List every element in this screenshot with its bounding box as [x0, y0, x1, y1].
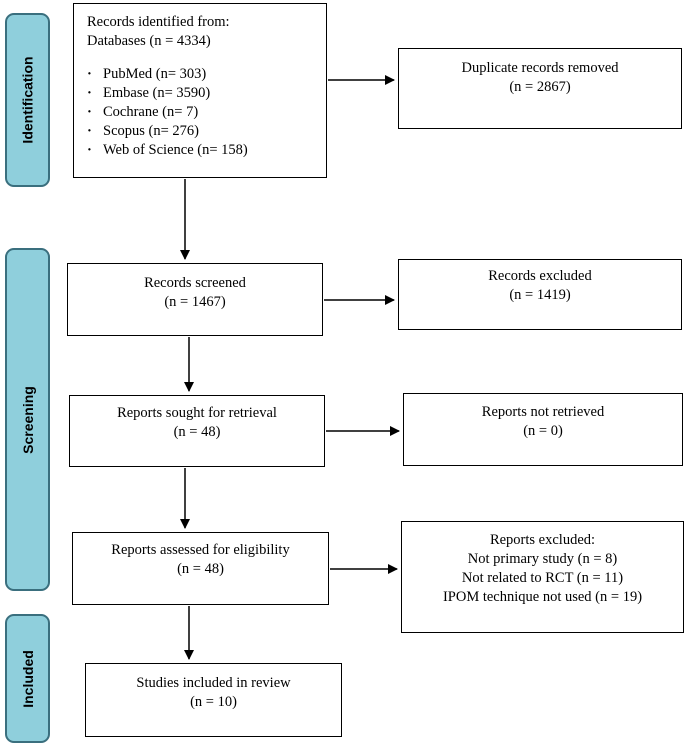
- records-identified-heading: Records identified from:: [87, 14, 230, 30]
- reports-assessed-box: Reports assessed for eligibility (n = 48…: [72, 532, 329, 605]
- reports-assessed-label: Reports assessed for eligibility: [111, 542, 290, 558]
- reports-not-retrieved-label: Reports not retrieved: [481, 404, 605, 420]
- duplicates-removed-box: Duplicate records removed (n = 2867): [398, 48, 682, 129]
- records-excluded-label: Records excluded: [488, 268, 592, 284]
- source-cochrane: Cochrane (n= 7): [74, 103, 326, 122]
- reports-not-retrieved-box: Reports not retrieved (n = 0): [403, 393, 683, 466]
- reports-excluded-heading: Reports excluded:: [489, 532, 596, 548]
- databases-total: Databases (n = 4334): [87, 33, 211, 49]
- studies-included-box: Studies included in review (n = 10): [85, 663, 342, 737]
- reports-not-retrieved-count: (n = 0): [523, 423, 563, 439]
- records-excluded-box: Records excluded (n = 1419): [398, 259, 682, 330]
- records-screened-box: Records screened (n = 1467): [67, 263, 323, 336]
- reason-not-primary-study: Not primary study (n = 8): [467, 551, 618, 567]
- duplicates-removed-label: Duplicate records removed: [461, 60, 619, 76]
- database-source-list: PubMed (n= 303) Embase (n= 3590) Cochran…: [74, 65, 326, 160]
- phase-identification: Identification: [5, 13, 50, 187]
- phase-screening-label: Screening: [19, 385, 36, 454]
- records-excluded-count: (n = 1419): [509, 287, 571, 303]
- records-screened-count: (n = 1467): [164, 294, 226, 310]
- reports-assessed-count: (n = 48): [177, 561, 224, 577]
- studies-included-label: Studies included in review: [136, 675, 291, 691]
- phase-included-label: Included: [19, 649, 36, 708]
- records-screened-label: Records screened: [144, 275, 246, 291]
- records-identified-box: Records identified from: Databases (n = …: [73, 3, 327, 178]
- phase-screening: Screening: [5, 248, 50, 591]
- source-web-of-science: Web of Science (n= 158): [74, 141, 326, 160]
- source-pubmed: PubMed (n= 303): [74, 65, 326, 84]
- duplicates-removed-count: (n = 2867): [509, 79, 571, 95]
- reason-not-related-rct: Not related to RCT (n = 11): [461, 570, 624, 586]
- reports-excluded-box: Reports excluded: Not primary study (n =…: [401, 521, 684, 633]
- phase-identification-label: Identification: [19, 56, 36, 144]
- phase-included: Included: [5, 614, 50, 743]
- reports-sought-label: Reports sought for retrieval: [117, 405, 277, 421]
- studies-included-count: (n = 10): [190, 694, 237, 710]
- reason-ipom-not-used: IPOM technique not used (n = 19): [442, 589, 643, 605]
- reports-sought-box: Reports sought for retrieval (n = 48): [69, 395, 325, 467]
- source-scopus: Scopus (n= 276): [74, 122, 326, 141]
- reports-sought-count: (n = 48): [173, 424, 221, 440]
- source-embase: Embase (n= 3590): [74, 84, 326, 103]
